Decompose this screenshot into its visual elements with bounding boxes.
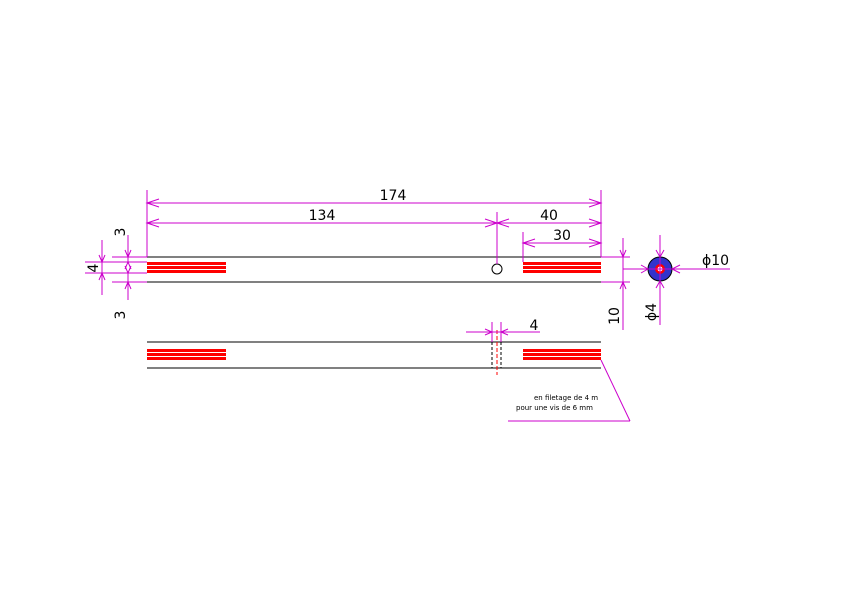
dim-134-label: 134 bbox=[309, 208, 336, 224]
bottom-left-thread-zone bbox=[147, 349, 226, 360]
dim-40-label: 40 bbox=[540, 208, 558, 224]
dim-30-label: 30 bbox=[553, 228, 571, 244]
hidden-hole-lines bbox=[491, 342, 502, 368]
dim-4-label: 4 bbox=[86, 263, 102, 272]
left-dimensions bbox=[85, 235, 147, 300]
right-thread-zone bbox=[523, 262, 601, 273]
right-height-dimension bbox=[601, 238, 648, 330]
dim-4-bottom-label: 4 bbox=[530, 318, 539, 334]
top-view bbox=[147, 256, 601, 283]
dim-3-bottom-label: 3 bbox=[113, 311, 129, 320]
note-leader bbox=[508, 359, 631, 422]
cross-hole bbox=[491, 263, 503, 275]
dim-diameter-4-label: ϕ4 bbox=[644, 303, 660, 321]
dim-10-label: 10 bbox=[607, 307, 623, 325]
left-thread-zone bbox=[147, 262, 226, 273]
note-line-2: pour une vis de 6 mm bbox=[516, 404, 593, 412]
dim-3-top-label: 3 bbox=[113, 228, 129, 237]
note-line-1: en filetage de 4 m bbox=[534, 394, 598, 402]
bottom-view bbox=[147, 330, 601, 375]
bottom-right-thread-zone bbox=[523, 349, 601, 360]
dim-diameter-10-label: ϕ10 bbox=[702, 253, 729, 269]
end-section bbox=[640, 235, 730, 325]
top-dimensions bbox=[145, 190, 603, 264]
bottom-gap-dimension bbox=[466, 322, 540, 342]
dim-174-label: 174 bbox=[380, 188, 407, 204]
